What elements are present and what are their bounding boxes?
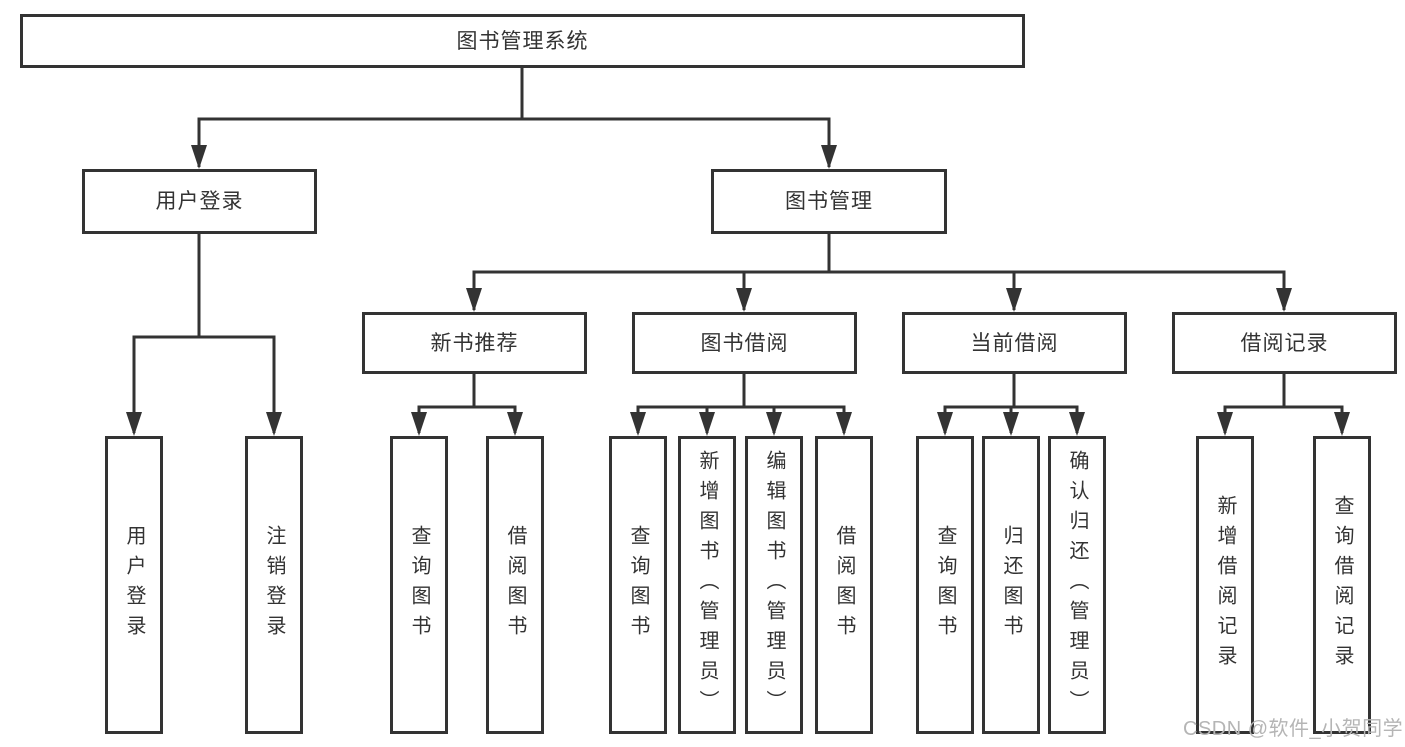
arrowhead <box>821 145 837 169</box>
leaf-borrow-query-books: 查询图书 <box>609 436 667 734</box>
leaf-confirm-return-admin: 确认归还（管理员） <box>1048 436 1106 734</box>
arrowhead <box>1334 412 1350 436</box>
arrowhead <box>699 412 715 436</box>
leaf-query-borrow-record-label: 查询借阅记录 <box>1331 495 1353 675</box>
arrowhead <box>191 145 207 169</box>
leaf-add-book-admin-label: 新增图书（管理员） <box>696 450 718 720</box>
leaf-newbook-query-books-label: 查询图书 <box>408 525 430 645</box>
node-current-borrow-label: 当前借阅 <box>970 331 1059 355</box>
leaf-add-book-admin: 新增图书（管理员） <box>678 436 736 734</box>
leaf-add-borrow-record-label: 新增借阅记录 <box>1214 495 1236 675</box>
arrowhead <box>630 412 646 436</box>
arrowhead <box>736 288 752 312</box>
node-book-management: 图书管理 <box>711 169 947 234</box>
leaf-confirm-return-admin-label: 确认归还（管理员） <box>1066 450 1088 720</box>
arrowhead <box>766 412 782 436</box>
leaf-user-login-label: 用户登录 <box>123 525 145 645</box>
node-user-login-label: 用户登录 <box>155 190 244 213</box>
connector-userlogin-branch <box>132 335 276 433</box>
connector-level1-branch <box>197 117 831 167</box>
connector-level2-branch <box>472 270 1286 310</box>
leaf-newbook-borrow-books: 借阅图书 <box>486 436 544 734</box>
leaf-add-borrow-record: 新增借阅记录 <box>1196 436 1254 734</box>
connector-bookborrow-branch <box>636 405 846 433</box>
connector-newbookrec-branch <box>417 405 517 433</box>
leaf-newbook-query-books: 查询图书 <box>390 436 448 734</box>
arrowhead <box>1276 288 1292 312</box>
leaf-newbook-borrow-books-label: 借阅图书 <box>504 525 526 645</box>
leaf-logout: 注销登录 <box>245 436 303 734</box>
leaf-borrow-query-books-label: 查询图书 <box>627 525 649 645</box>
leaf-user-login: 用户登录 <box>105 436 163 734</box>
node-library-management-system: 图书管理系统 <box>20 14 1025 68</box>
leaf-current-query-books: 查询图书 <box>916 436 974 734</box>
node-book-borrow-label: 图书借阅 <box>700 331 789 355</box>
node-new-book-recommend-label: 新书推荐 <box>430 331 519 355</box>
node-book-borrow: 图书借阅 <box>632 312 857 374</box>
arrowhead <box>1069 412 1085 436</box>
arrowhead <box>1003 412 1019 436</box>
leaf-query-borrow-record: 查询借阅记录 <box>1313 436 1371 734</box>
csdn-watermark: CSDN @软件_小贺同学 <box>1183 718 1404 740</box>
node-new-book-recommend: 新书推荐 <box>362 312 587 374</box>
leaf-edit-book-admin: 编辑图书（管理员） <box>745 436 803 734</box>
leaf-borrow-books-label: 借阅图书 <box>833 525 855 645</box>
node-borrow-records: 借阅记录 <box>1172 312 1397 374</box>
node-borrow-records-label: 借阅记录 <box>1240 331 1329 355</box>
arrowhead <box>836 412 852 436</box>
arrowhead <box>1217 412 1233 436</box>
arrowhead <box>507 412 523 436</box>
leaf-edit-book-admin-label: 编辑图书（管理员） <box>763 450 785 720</box>
leaf-return-books: 归还图书 <box>982 436 1040 734</box>
arrowhead <box>266 412 282 436</box>
connector-borrowrecords-branch <box>1223 405 1344 433</box>
node-current-borrow: 当前借阅 <box>902 312 1127 374</box>
arrowhead <box>937 412 953 436</box>
leaf-borrow-books: 借阅图书 <box>815 436 873 734</box>
arrowhead <box>411 412 427 436</box>
node-book-management-label: 图书管理 <box>785 190 873 213</box>
leaf-logout-label: 注销登录 <box>263 525 285 645</box>
node-library-management-system-label: 图书管理系统 <box>456 29 589 53</box>
arrowhead <box>1006 288 1022 312</box>
node-user-login: 用户登录 <box>82 169 317 234</box>
leaf-return-books-label: 归还图书 <box>1000 525 1022 645</box>
arrowhead <box>466 288 482 312</box>
arrowhead <box>126 412 142 436</box>
leaf-current-query-books-label: 查询图书 <box>934 525 956 645</box>
